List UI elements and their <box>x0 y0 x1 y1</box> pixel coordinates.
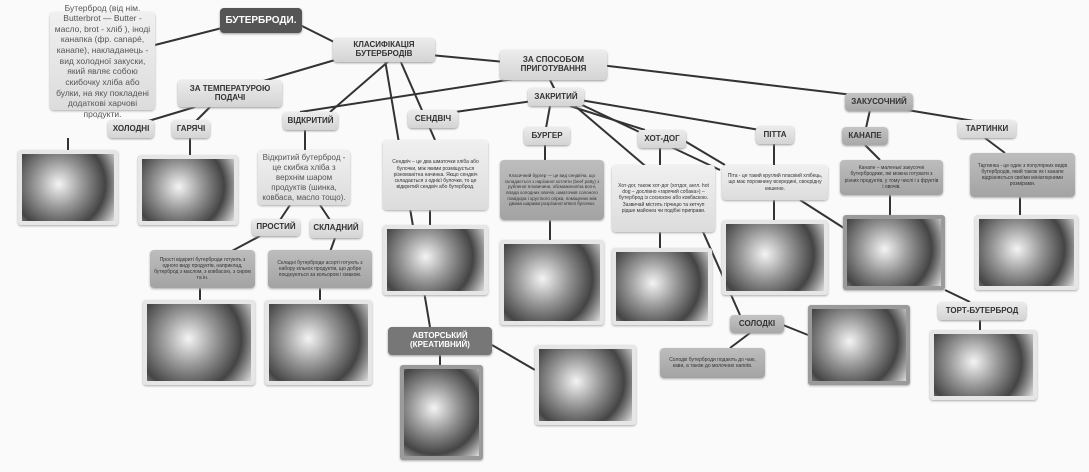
node-sweet[interactable]: СОЛОДКІ <box>730 315 784 333</box>
node-classification[interactable]: КЛАСИФІКАЦІЯ БУТЕРБРОДІВ <box>333 38 435 62</box>
node-sandwich[interactable]: СЕНДВІЧ <box>408 110 458 128</box>
definition-box: Бутерброд (від нім. Butterbrot — Butter … <box>50 3 155 119</box>
image-sandwich <box>383 225 488 295</box>
node-pitta[interactable]: ПІТТА <box>756 126 794 144</box>
node-by-temperature[interactable]: ЗА ТЕМПЕРАТУРОЮ ПОДАЧІ <box>178 80 282 107</box>
image-simple-sandwich <box>143 300 255 385</box>
text-pitta: Піта - це такий круглий пласкіий хлібець… <box>722 165 828 200</box>
text-tartinki: Тартинка - це один з популярних видів бу… <box>970 153 1075 197</box>
image-burger <box>500 240 604 325</box>
node-by-method[interactable]: ЗА СПОСОБОМ ПРИГОТУВАННЯ <box>500 50 607 80</box>
root-node-title[interactable]: БУТЕРБРОДИ. <box>220 8 302 33</box>
image-question-mark <box>400 365 483 460</box>
image-hotdog <box>612 248 712 325</box>
text-sandwich: Сендвіч – це два шматочки хліба або було… <box>383 140 488 210</box>
node-burger[interactable]: БУРГЕР <box>524 127 570 145</box>
node-author[interactable]: АВТОРСЬКИЙ (КРЕАТИВНИЙ) <box>388 327 492 355</box>
node-cold[interactable]: ХОЛОДНІ <box>108 120 154 138</box>
text-simple: Прості відкриті бутерброди готують з одн… <box>150 250 255 288</box>
text-sweet: Солодкі бутерброди подають до чаю, кави,… <box>660 348 765 378</box>
node-complex[interactable]: СКЛАДНИЙ <box>310 219 362 238</box>
node-tartinki[interactable]: ТАРТИНКИ <box>958 120 1016 138</box>
node-closed[interactable]: ЗАКРИТИЙ <box>528 88 584 106</box>
node-hot[interactable]: ГАРЯЧІ <box>172 120 210 138</box>
node-simple[interactable]: ПРОСТИЙ <box>252 219 300 236</box>
image-complex-sandwich <box>265 300 372 385</box>
text-hotdog: Хот-дог, також хот-дог (хотдог, англ. ho… <box>612 165 715 232</box>
node-hotdog[interactable]: ХОТ-ДОГ <box>638 130 686 148</box>
image-tartinki <box>975 215 1078 290</box>
node-snack[interactable]: ЗАКУСОЧНИЙ <box>845 93 913 111</box>
node-open[interactable]: ВІДКРИТИЙ <box>283 112 338 130</box>
node-canape[interactable]: КАНАПЕ <box>842 127 888 145</box>
text-complex: Складні бутерброди асорті готують з набо… <box>268 250 372 288</box>
image-cold-sandwich <box>18 150 118 225</box>
image-canape <box>843 215 945 290</box>
image-cake-sandwich <box>930 330 1037 400</box>
text-open: Відкритий бутерброд - це скибка хліба з … <box>258 150 350 205</box>
image-hot-sandwich <box>138 155 238 225</box>
text-burger: Класичний бургер — це вид сендвіча, що с… <box>500 160 604 220</box>
node-cake-sandwich[interactable]: ТОРТ-БУТЕРБРОД <box>938 302 1026 320</box>
text-canape: Канапе – маленькі закусочні бутербродики… <box>840 160 943 195</box>
image-creative-sandwich <box>535 345 636 425</box>
image-pitta <box>722 220 828 295</box>
image-sweet-sandwich <box>808 305 910 385</box>
